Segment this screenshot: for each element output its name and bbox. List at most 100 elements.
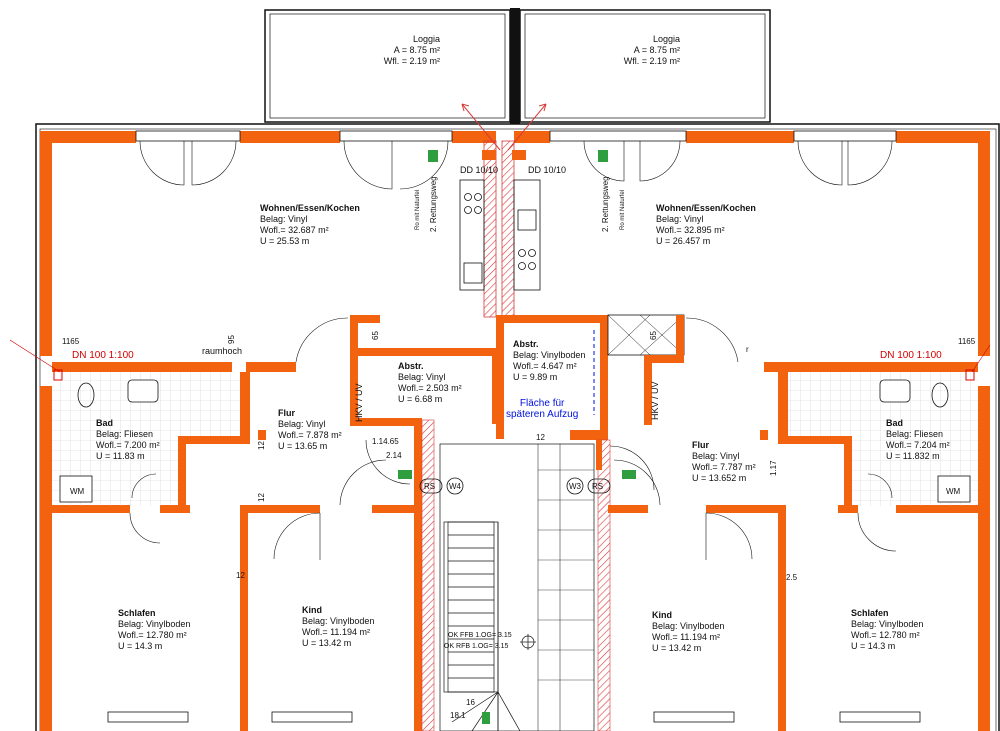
kitchen-left — [459, 179, 485, 291]
hkv-uv-label-right: HKV / UV — [650, 381, 660, 420]
rs-label-right: RS — [592, 482, 604, 491]
room-wfl: Wofl.= 7.787 m² — [692, 462, 756, 472]
room-label-abstr-left: Abstr. Belag: Vinyl Wofl.= 2.503 m² U = … — [398, 361, 462, 405]
dim-1165-left: 1165 — [62, 337, 80, 346]
dim-1165-right: 1165 — [958, 337, 976, 346]
room-wfl: Wofl.= 12.780 m² — [851, 630, 920, 640]
dim-25: 2.5 — [786, 573, 798, 582]
room-u: U = 26.457 m — [656, 236, 711, 246]
w4-label: W4 — [449, 482, 461, 491]
bottom-windows — [107, 711, 921, 723]
right-apartment-walls — [608, 362, 978, 731]
loggia-right-label: Loggia A = 8.75 m² Wfl. = 2.19 m² — [610, 34, 680, 67]
room-wfl: Wofl.= 12.780 m² — [118, 630, 187, 640]
room-belag: Belag: Vinylboden — [513, 350, 586, 360]
elevator-note: Fläche für späteren Aufzug — [506, 398, 578, 420]
room-belag: Belag: Vinyl — [656, 214, 704, 224]
wm-label-left: WM — [70, 487, 85, 496]
room-belag: Belag: Vinylboden — [302, 616, 375, 626]
dim-r: r — [746, 345, 749, 354]
room-name: Schlafen — [118, 608, 156, 618]
rettungsweg-label-left: 2. Rettungsweg — [429, 176, 438, 232]
room-name: Abstr. — [513, 339, 539, 349]
room-name: Wohnen/Essen/Kochen — [260, 203, 360, 213]
dim-12-stair: 12 — [536, 433, 545, 442]
room-name: Kind — [302, 605, 322, 615]
rs-label-left: RS — [424, 482, 436, 491]
room-u: U = 13.42 m — [302, 638, 352, 648]
room-name: Flur — [692, 440, 709, 450]
room-wfl: Wofl.= 7.200 m² — [96, 440, 160, 450]
dim-214: 2.14 — [386, 451, 402, 460]
room-wfl: Wofl.= 32.687 m² — [260, 225, 329, 235]
room-name: Loggia — [652, 34, 680, 44]
loggia-left-label: Loggia A = 8.75 m² Wfl. = 2.19 m² — [370, 34, 440, 67]
room-name: Schlafen — [851, 608, 889, 618]
outer-walls — [35, 123, 1000, 731]
room-belag: Belag: Fliesen — [886, 429, 944, 439]
room-area: A = 8.75 m² — [633, 45, 680, 55]
room-label-schlafen-left: Schlafen Belag: Vinylboden Wofl.= 12.780… — [118, 608, 190, 652]
room-wfl: Wofl.= 2.503 m² — [398, 383, 462, 393]
exit-signs — [398, 150, 636, 479]
wm-label-right: WM — [946, 487, 961, 496]
dn-label-right: DN 100 1:100 — [880, 350, 942, 361]
room-label-bad-right: Bad Belag: Fliesen Wofl.= 7.204 m² U = 1… — [886, 418, 950, 462]
dim-1465: 1.14.65 — [372, 437, 399, 446]
bath-right — [788, 372, 978, 506]
dim-12-schlafen: 12 — [257, 493, 266, 502]
room-label-kind-left: Kind Belag: Vinylboden Wofl.= 11.194 m² … — [302, 605, 374, 649]
dd-label-left: DD 10/10 — [460, 165, 499, 175]
room-wfl: Wofl.= 7.878 m² — [278, 430, 342, 440]
elevator-note-line2: späteren Aufzug — [506, 409, 579, 420]
room-name: Bad — [886, 418, 904, 428]
w3-label: W3 — [569, 482, 581, 491]
room-label-living-left: Wohnen/Essen/Kochen Belag: Vinyl Wofl.= … — [260, 203, 360, 247]
exit-arrows — [461, 103, 547, 151]
room-name: Bad — [96, 418, 114, 428]
elevator-note-line1: Fläche für — [519, 398, 565, 409]
room-belag: Belag: Vinylboden — [851, 619, 924, 629]
room-label-kind-right: Kind Belag: Vinylboden Wofl.= 11.194 m² … — [652, 610, 724, 654]
room-u: U = 13.65 m — [278, 441, 328, 451]
naturfel-label-right: Ro mit Naturfel — [620, 189, 626, 230]
room-wfl: Wfl. = 2.19 m² — [623, 56, 680, 66]
room-wfl: Wofl.= 7.204 m² — [886, 440, 950, 450]
room-belag: Belag: Vinylboden — [118, 619, 191, 629]
raumhoch-label: raumhoch — [202, 346, 243, 356]
room-u: U = 25.53 m — [260, 236, 310, 246]
dim-12-left: 12 — [236, 571, 245, 580]
hkv-uv-label-left: HKV / UV — [354, 383, 364, 422]
stair-step-16: 16 — [466, 698, 475, 707]
room-u: U = 13.652 m — [692, 473, 747, 483]
room-u: U = 14.3 m — [851, 641, 896, 651]
dn-label-left: DN 100 1:100 — [72, 350, 134, 361]
room-u: U = 11.832 m — [886, 451, 940, 461]
room-label-flur-left: Flur Belag: Vinyl Wofl.= 7.878 m² U = 13… — [278, 408, 342, 452]
interior-door-swings — [129, 317, 897, 560]
room-belag: Belag: Vinyl — [692, 451, 740, 461]
dd-label-right: DD 10/10 — [528, 165, 567, 175]
room-belag: Belag: Vinyl — [278, 419, 326, 429]
dim-12-flur: 12 — [257, 441, 266, 450]
room-u: U = 11.83 m — [96, 451, 145, 461]
room-name: Flur — [278, 408, 295, 418]
ok-ffb-label: OK FFB 1.OG= 3.15 — [448, 632, 512, 639]
room-label-bad-left: Bad Belag: Fliesen Wofl.= 7.200 m² U = 1… — [96, 418, 160, 462]
dn-markers — [9, 339, 991, 381]
kitchen-right — [513, 179, 541, 291]
room-wfl: Wfl. = 2.19 m² — [383, 56, 440, 66]
dim-65-left: 65 — [371, 331, 380, 340]
room-name: Abstr. — [398, 361, 424, 371]
room-u: U = 9.89 m — [513, 372, 558, 382]
central-shaft — [482, 140, 526, 318]
room-u: U = 13.42 m — [652, 643, 702, 653]
room-u: U = 14.3 m — [118, 641, 163, 651]
room-name: Loggia — [412, 34, 440, 44]
room-name: Wohnen/Essen/Kochen — [656, 203, 756, 213]
room-area: A = 8.75 m² — [393, 45, 440, 55]
balcony-door-swings — [139, 140, 893, 190]
dim-95: 95 — [227, 335, 236, 344]
bath-left — [52, 372, 240, 506]
room-label-abstr-mid: Abstr. Belag: Vinylboden Wofl.= 4.647 m²… — [513, 339, 585, 383]
